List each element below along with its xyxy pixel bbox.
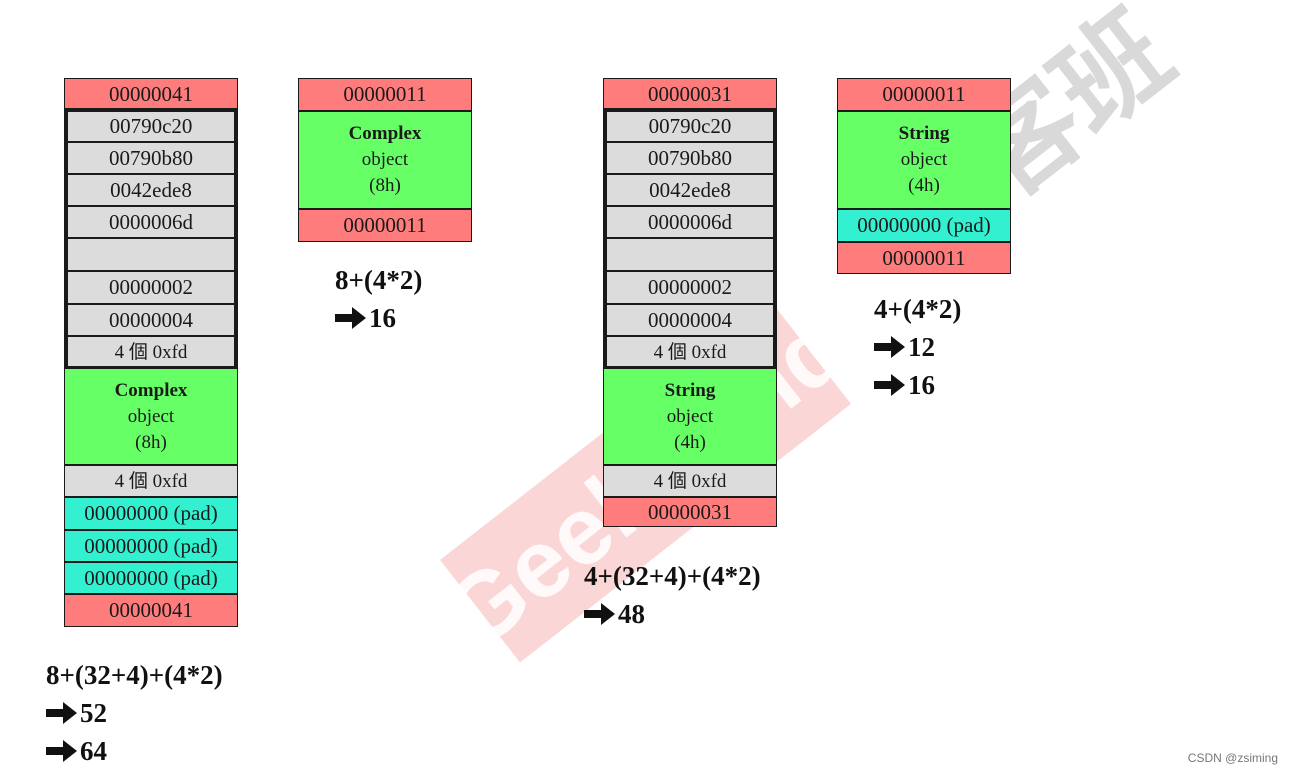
- formula-result: 16: [369, 303, 396, 333]
- object-kind: object: [900, 149, 948, 170]
- arrow-right-icon: [46, 740, 77, 762]
- object-cell: Complex object (8h): [64, 368, 238, 465]
- object-kind: object: [666, 405, 714, 427]
- object-name: Complex: [114, 379, 188, 401]
- object-size: (8h): [369, 175, 401, 196]
- debug-cell: 0042ede8: [603, 174, 777, 206]
- object-cell: String object (4h): [603, 368, 777, 465]
- formula-3: 4+(32+4)+(4*2) 48: [584, 557, 761, 633]
- object-kind: object: [127, 405, 175, 427]
- debug-header-frame: [64, 108, 238, 370]
- formula-result: 12: [908, 332, 935, 362]
- formula-expression: 4+(32+4)+(4*2): [584, 561, 761, 591]
- object-size: (4h): [908, 175, 940, 196]
- formula-result: 48: [618, 599, 645, 629]
- debug-cell: [64, 238, 238, 271]
- guard-bytes-cell: 4 個 0xfd: [64, 465, 238, 497]
- formula-4: 4+(4*2) 12 16: [874, 290, 961, 404]
- header-cell: 00000011: [298, 78, 472, 111]
- debug-cell: 00000002: [603, 271, 777, 304]
- pad-cell: 00000000 (pad): [64, 530, 238, 562]
- guard-bytes-cell: 4 個 0xfd: [603, 465, 777, 497]
- object-name: Complex: [348, 123, 422, 144]
- header-cell: 00000011: [837, 78, 1011, 111]
- object-kind: object: [361, 149, 409, 170]
- arrow-right-icon: [584, 603, 615, 625]
- object-size: (4h): [674, 431, 706, 453]
- formula-expression: 4+(4*2): [874, 294, 962, 324]
- formula-rounded-result: 64: [80, 736, 107, 766]
- debug-cell: 00000004: [603, 304, 777, 336]
- formula-expression: 8+(32+4)+(4*2): [46, 660, 223, 690]
- credit-label: CSDN @zsiming: [1187, 751, 1278, 765]
- arrow-right-icon: [46, 702, 77, 724]
- formula-2: 8+(4*2) 16: [335, 261, 422, 337]
- debug-cell: 0000006d: [64, 206, 238, 238]
- debug-cell: 00790b80: [603, 142, 777, 174]
- formula-expression: 8+(4*2): [335, 265, 423, 295]
- header-cell: 00000041: [64, 78, 238, 110]
- debug-cell: 00790b80: [64, 142, 238, 174]
- object-size: (8h): [135, 431, 167, 453]
- arrow-right-icon: [874, 374, 905, 396]
- formula-rounded-result: 16: [908, 370, 935, 400]
- header-cell: 00000031: [603, 78, 777, 110]
- object-name: String: [664, 379, 716, 401]
- arrow-right-icon: [874, 336, 905, 358]
- footer-cell: 00000041: [64, 594, 238, 627]
- footer-cell: 00000011: [298, 209, 472, 242]
- pad-cell: 00000000 (pad): [64, 497, 238, 530]
- pad-cell: 00000000 (pad): [837, 209, 1011, 242]
- debug-cell: 00000004: [64, 304, 238, 336]
- arrow-right-icon: [335, 307, 366, 329]
- footer-cell: 00000031: [603, 497, 777, 527]
- object-cell: Complex object (8h): [298, 111, 472, 209]
- object-name: String: [898, 123, 950, 144]
- object-cell: String object (4h): [837, 111, 1011, 209]
- debug-header-frame: [603, 108, 777, 370]
- formula-result: 52: [80, 698, 107, 728]
- pad-cell: 00000000 (pad): [64, 562, 238, 594]
- formula-1: 8+(32+4)+(4*2) 52 64: [46, 656, 223, 770]
- footer-cell: 00000011: [837, 242, 1011, 274]
- debug-cell: 0042ede8: [64, 174, 238, 206]
- debug-cell: 0000006d: [603, 206, 777, 238]
